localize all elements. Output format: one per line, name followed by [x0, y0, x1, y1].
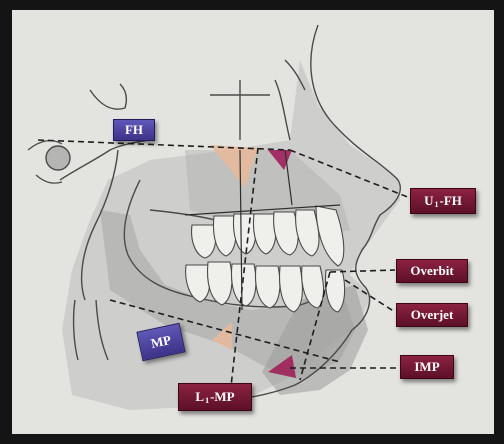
- porion-circle: [46, 146, 70, 170]
- u1-fh-rest: -FH: [440, 193, 462, 209]
- imp-label: IMP: [400, 355, 454, 379]
- imp-label-text: IMP: [414, 359, 439, 375]
- l1-mp-main: L: [195, 389, 204, 405]
- overbit-label: Overbit: [396, 259, 468, 283]
- fh-label-text: FH: [125, 122, 143, 138]
- l1-mp-sub: 1: [205, 396, 209, 405]
- overjet-label: Overjet: [396, 303, 468, 327]
- overbit-label-text: Overbit: [410, 263, 453, 279]
- mp-label-text: MP: [149, 332, 172, 352]
- fh-label: FH: [113, 119, 155, 141]
- u1-fh-sub: 1: [435, 200, 439, 209]
- overjet-label-text: Overjet: [411, 307, 454, 323]
- u1-fh-main: U: [424, 193, 433, 209]
- l1-mp-rest: -MP: [210, 389, 235, 405]
